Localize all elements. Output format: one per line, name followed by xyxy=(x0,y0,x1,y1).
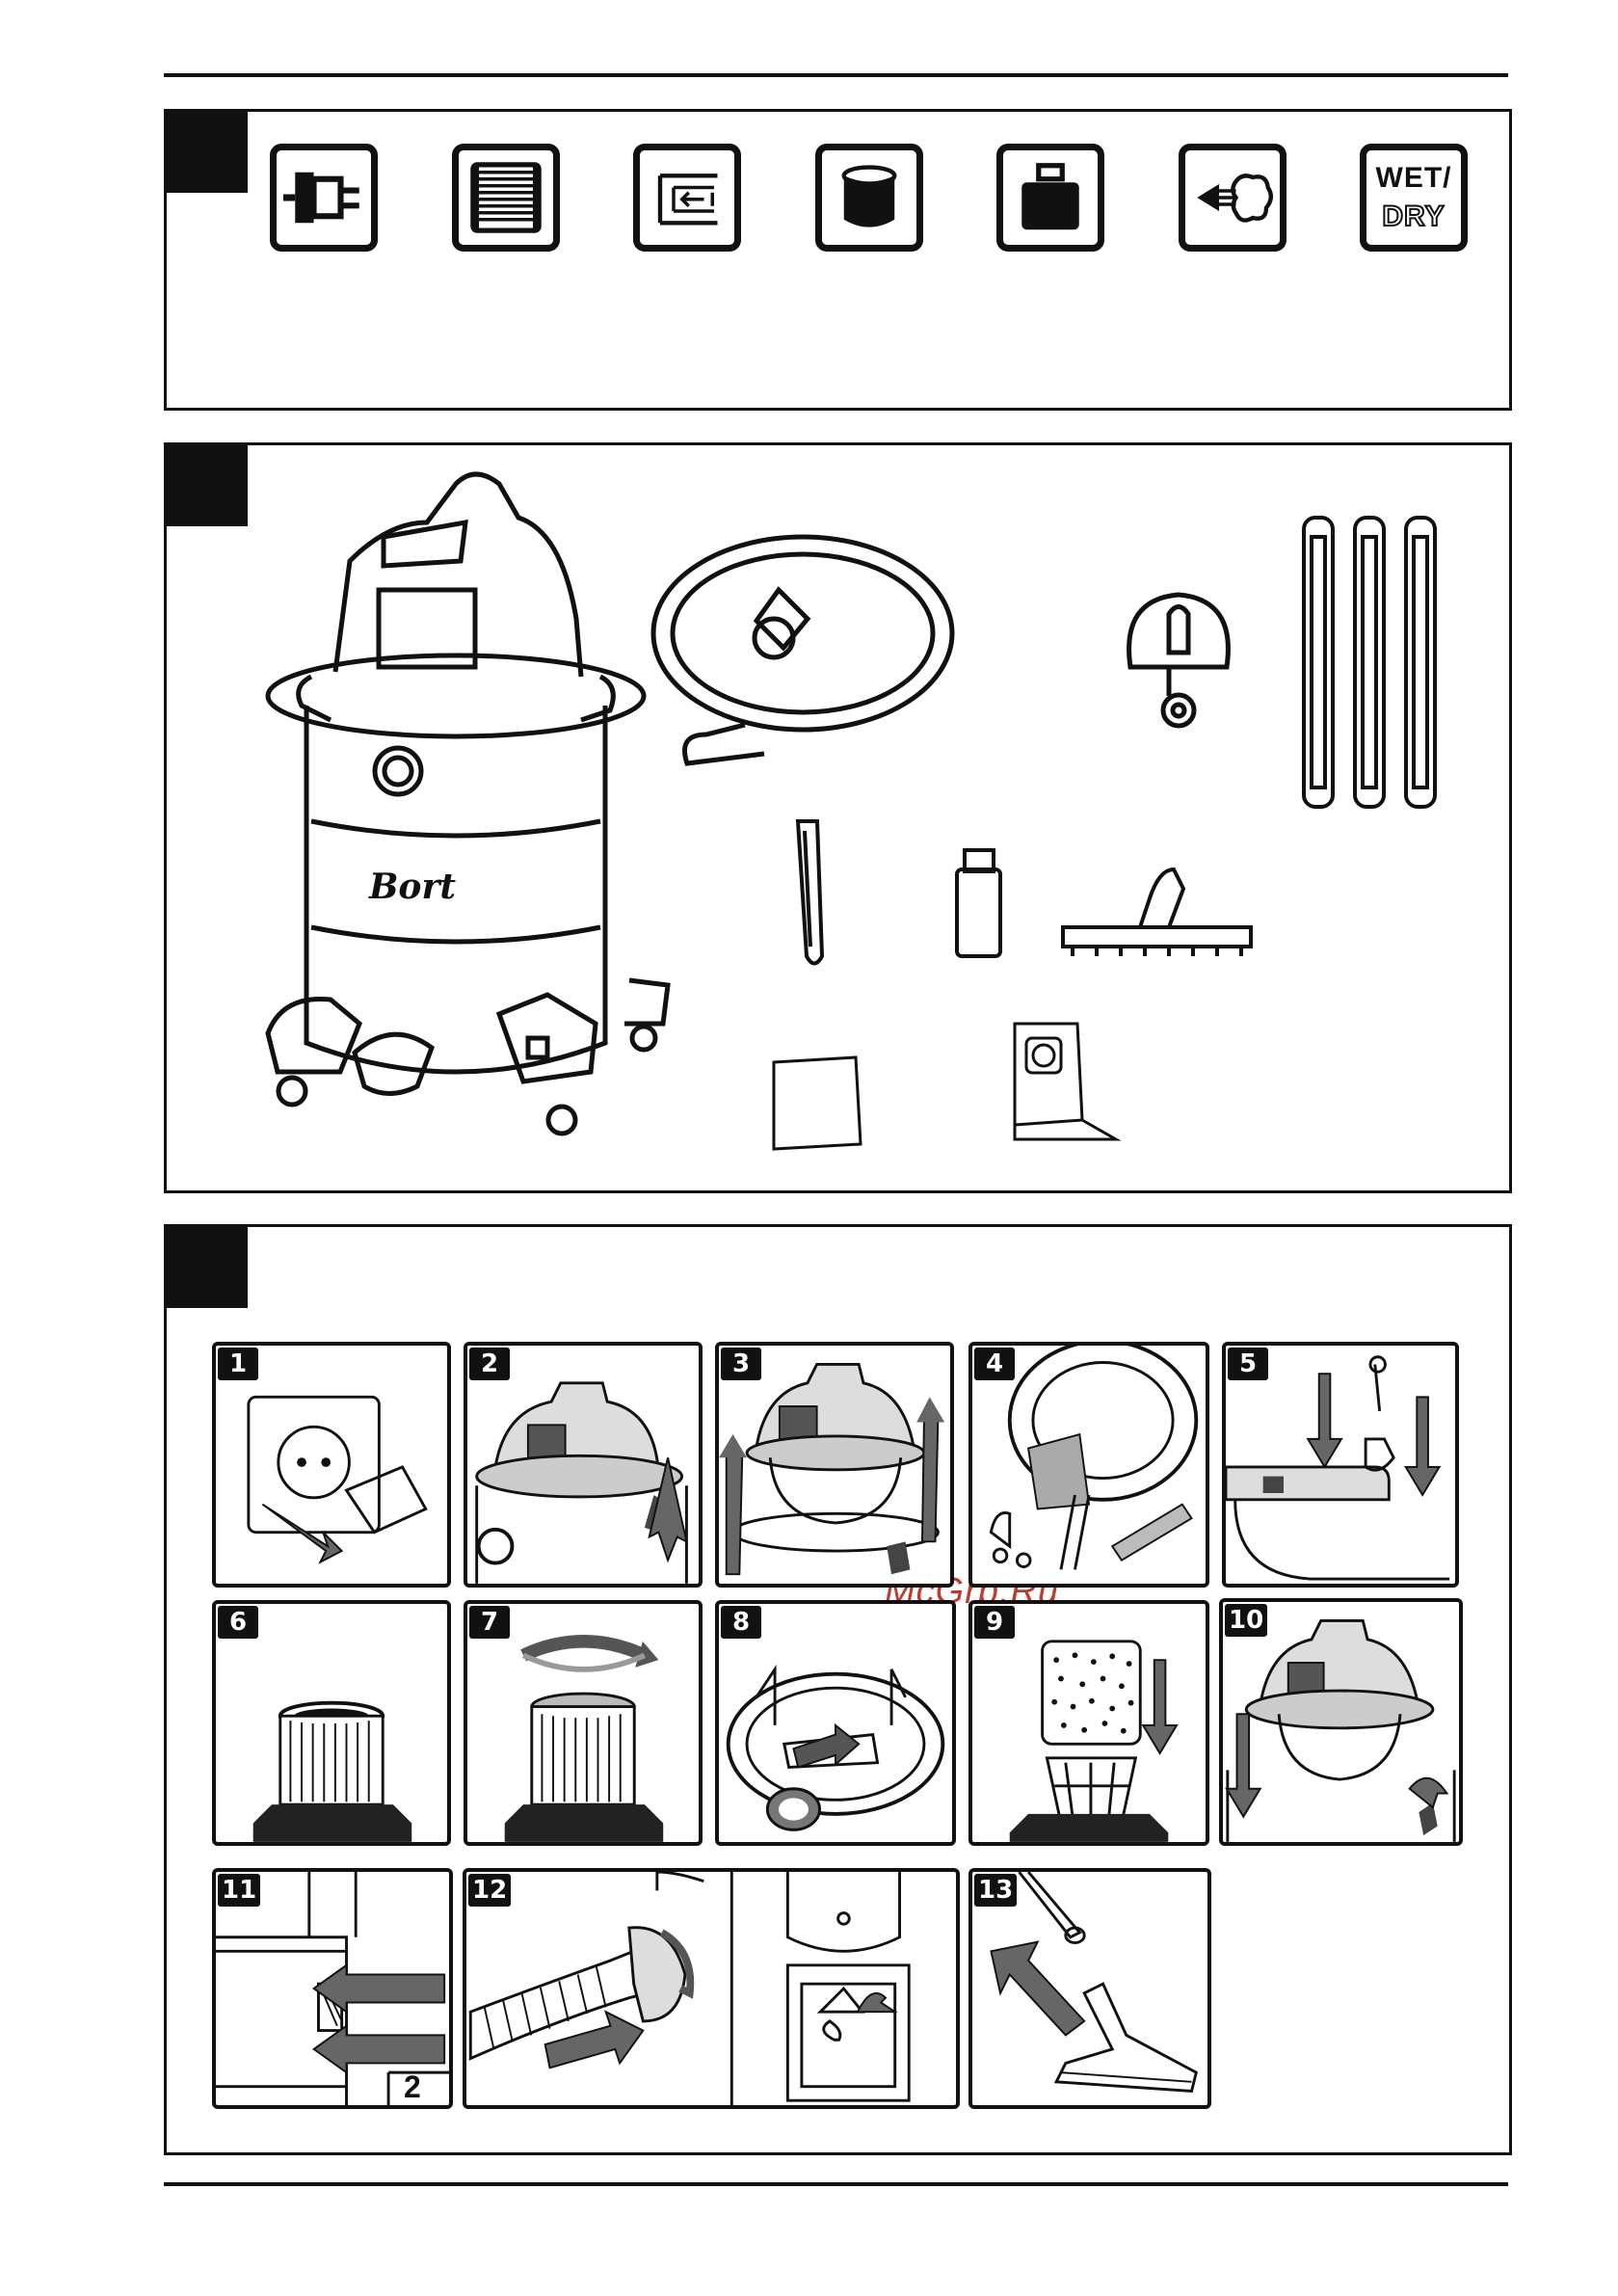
step-number: 12 xyxy=(468,1874,511,1907)
panel-icons: WET/ DRY xyxy=(164,109,1512,411)
filter-icon xyxy=(452,144,560,252)
crevice-nozzle-illustration xyxy=(798,821,822,964)
step-number: 5 xyxy=(1228,1348,1268,1380)
step-number: 4 xyxy=(974,1348,1015,1380)
hose-illustration xyxy=(653,537,952,763)
step-8: 8 xyxy=(715,1600,956,1846)
step-3: 3 xyxy=(715,1342,954,1588)
step-5: 5 xyxy=(1222,1342,1459,1588)
extension-tubes-illustration xyxy=(1304,518,1435,807)
top-rule xyxy=(164,73,1508,77)
bottom-rule xyxy=(164,2182,1508,2186)
plug-icon xyxy=(270,144,378,252)
step-number: 6 xyxy=(218,1606,258,1639)
step-7: 7 xyxy=(464,1600,703,1846)
step-2: 2 xyxy=(464,1342,703,1588)
dry-label: DRY xyxy=(1366,200,1461,233)
wet-label: WET/ xyxy=(1366,162,1461,195)
hose-length-icon xyxy=(633,144,741,252)
step-11-marker: 2 xyxy=(404,2069,421,2105)
step-number: 2 xyxy=(469,1348,510,1380)
step-9: 9 xyxy=(968,1600,1209,1846)
step-number: 1 xyxy=(218,1348,258,1380)
blow-icon xyxy=(1179,144,1286,252)
step-1: 1 xyxy=(212,1342,451,1588)
weight-icon xyxy=(996,144,1104,252)
tank-icon xyxy=(815,144,923,252)
step-number: 7 xyxy=(469,1606,510,1639)
foam-filter-illustration xyxy=(774,1057,861,1149)
step-6: 6 xyxy=(212,1600,451,1846)
vacuum-cleaner-illustration xyxy=(268,474,668,1134)
panel-corner-marker xyxy=(167,112,248,193)
step-13: 13 xyxy=(968,1868,1211,2109)
step-number: 13 xyxy=(974,1874,1017,1907)
panel-contents: Bort xyxy=(164,442,1512,1193)
step-number: 3 xyxy=(721,1348,761,1380)
step-10: 10 xyxy=(1219,1598,1463,1846)
step-number: 9 xyxy=(974,1606,1015,1639)
step-number: 10 xyxy=(1225,1604,1267,1637)
bottle-illustration xyxy=(957,850,1000,956)
step-number: 11 xyxy=(218,1874,260,1907)
floor-brush-illustration xyxy=(1063,869,1251,956)
brand-label: Bort xyxy=(368,867,456,907)
step-4: 4 xyxy=(968,1342,1209,1588)
caster-wheel-illustration xyxy=(1129,595,1229,726)
wet-dry-icon: WET/ DRY xyxy=(1360,144,1468,252)
step-12: 12 xyxy=(463,1868,960,2109)
step-11: 11 2 xyxy=(212,1868,453,2109)
step-number: 8 xyxy=(721,1606,761,1639)
panel-corner-marker xyxy=(167,1227,248,1308)
dust-bag-illustration xyxy=(1015,1024,1116,1139)
contents-illustration: Bort xyxy=(167,445,1509,1190)
